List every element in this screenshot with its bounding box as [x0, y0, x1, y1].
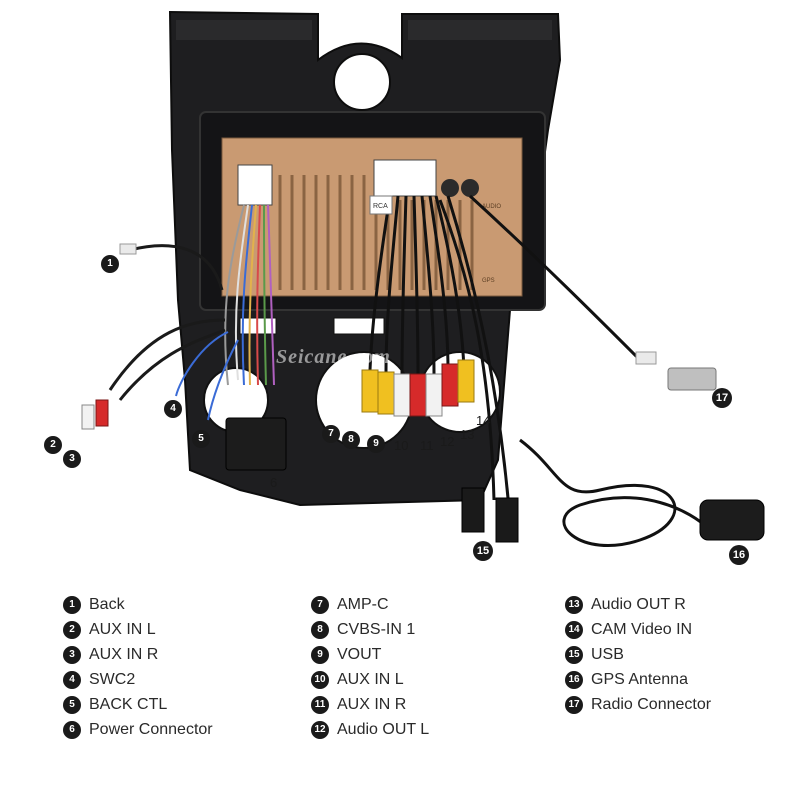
- main-harness-connector: [237, 164, 273, 206]
- legend-item: 6 Power Connector: [63, 717, 213, 742]
- legend-label: AUX IN R: [337, 695, 407, 713]
- rca-red-plug: [441, 363, 459, 407]
- marker-9: 9: [367, 435, 385, 453]
- marker-12: 12: [440, 434, 455, 449]
- legend-item: 5 BACK CTL: [63, 692, 213, 717]
- marker-13: 13: [460, 427, 475, 442]
- legend-item: 7 AMP-C: [311, 592, 429, 617]
- legend-label: Power Connector: [89, 720, 213, 738]
- legend-number: 13: [565, 595, 583, 614]
- legend-item: 9 VOUT: [311, 642, 429, 667]
- legend-number: 12: [311, 720, 329, 739]
- legend-number: 5: [63, 695, 81, 714]
- radio-back-board: [221, 137, 523, 297]
- legend-item: 8 CVBS-IN 1: [311, 617, 429, 642]
- legend-number: 17: [565, 695, 583, 714]
- marker-3: 3: [63, 450, 81, 468]
- marker-10: 10: [394, 438, 409, 453]
- legend-label: CAM Video IN: [591, 620, 693, 638]
- legend-label: AMP-C: [337, 595, 389, 613]
- gps-port-label: GPS: [482, 278, 495, 284]
- power-connector-plug: [225, 417, 287, 471]
- rca-red-plug: [409, 373, 427, 417]
- legend-item: 16 GPS Antenna: [565, 667, 711, 692]
- board-vents: [278, 175, 474, 290]
- legend-label: BACK CTL: [89, 695, 168, 713]
- marker-4: 4: [164, 400, 182, 418]
- rca-plug-row: [361, 359, 475, 417]
- legend-item: 13 Audio OUT R: [565, 592, 711, 617]
- marker-8: 8: [342, 431, 360, 449]
- legend-number: 14: [565, 620, 583, 639]
- legend-number: 16: [565, 670, 583, 689]
- legend-label: Radio Connector: [591, 695, 712, 713]
- legend-item: 15 USB: [565, 642, 711, 667]
- aux-in-rca-plugs: [81, 399, 109, 430]
- legend-item: 12 Audio OUT L: [311, 717, 429, 742]
- marker-15: 15: [473, 541, 493, 561]
- marker-11: 11: [420, 438, 434, 453]
- legend-number: 9: [311, 645, 329, 664]
- legend-number: 11: [311, 695, 329, 714]
- legend-label: GPS Antenna: [591, 670, 688, 688]
- rca-harness-connector: [373, 159, 437, 197]
- rca-white-plug: [393, 373, 411, 417]
- legend-label: Back: [89, 595, 125, 613]
- marker-16: 16: [729, 545, 749, 565]
- legend-number: 2: [63, 620, 81, 639]
- marker-1: 1: [101, 255, 119, 273]
- legend-number: 8: [311, 620, 329, 639]
- legend-number: 7: [311, 595, 329, 614]
- marker-2: 2: [44, 436, 62, 454]
- legend-item: 4 SWC2: [63, 667, 213, 692]
- marker-7: 7: [322, 425, 340, 443]
- legend-item: 10 AUX IN L: [311, 667, 429, 692]
- legend-item: 14 CAM Video IN: [565, 617, 711, 642]
- gps-antenna-module: [699, 499, 765, 541]
- legend-label: Audio OUT L: [337, 720, 430, 738]
- marker-6: 6: [270, 475, 278, 490]
- rca-yellow-plug: [377, 371, 395, 415]
- watermark: Seicane.com: [276, 346, 391, 368]
- legend-item: 11 AUX IN R: [311, 692, 429, 717]
- radio-connector-plug: [667, 367, 717, 391]
- legend-item: 3 AUX IN R: [63, 642, 213, 667]
- rca-yellow-plug: [361, 369, 379, 413]
- legend-label: VOUT: [337, 645, 382, 663]
- rca-cable-tag: RCA: [373, 203, 388, 210]
- harness-wires: [224, 204, 275, 386]
- rca-bundle-wires: [368, 194, 642, 521]
- legend-number: 1: [63, 595, 81, 614]
- legend-item: 1 Back: [63, 592, 213, 617]
- legend-number: 10: [311, 670, 329, 689]
- gps-cable: [519, 438, 712, 547]
- gps-antenna-port: [461, 179, 479, 197]
- legend-number: 4: [63, 670, 81, 689]
- marker-14: 14: [476, 413, 491, 428]
- marker-5: 5: [192, 430, 210, 448]
- legend-number: 6: [63, 720, 81, 739]
- radio-antenna-port: [441, 179, 459, 197]
- legend-label: SWC2: [89, 670, 136, 688]
- legend-label: CVBS-IN 1: [337, 620, 416, 638]
- legend-column-3: 13 Audio OUT R 14 CAM Video IN 15 USB 16 GPS…: [565, 592, 711, 717]
- legend-number: 3: [63, 645, 81, 664]
- legend-label: Audio OUT R: [591, 595, 686, 613]
- usb-connector: [461, 487, 485, 533]
- rca-yellow-plug: [457, 359, 475, 403]
- legend-number: 15: [565, 645, 583, 664]
- legend-label: USB: [591, 645, 624, 663]
- head-unit-photo: AUDIO GPS: [81, 10, 765, 547]
- radio-port-label: AUDIO: [482, 204, 501, 210]
- legend-column-1: 1 Back 2 AUX IN L 3 AUX IN R 4 SWC2 5 BACK CT…: [63, 592, 213, 742]
- marker-17: 17: [712, 388, 732, 408]
- bezel-top-hole: [333, 53, 391, 111]
- legend-label: AUX IN L: [337, 670, 404, 688]
- legend-item: 17 Radio Connector: [565, 692, 711, 717]
- legend-column-2: 7 AMP-C 8 CVBS-IN 1 9 VOUT 10 AUX IN L 11 AUX…: [311, 592, 429, 742]
- legend-label: AUX IN L: [89, 620, 156, 638]
- rca-white-plug: [425, 373, 443, 417]
- legend-item: 2 AUX IN L: [63, 617, 213, 642]
- legend-label: AUX IN R: [89, 645, 159, 663]
